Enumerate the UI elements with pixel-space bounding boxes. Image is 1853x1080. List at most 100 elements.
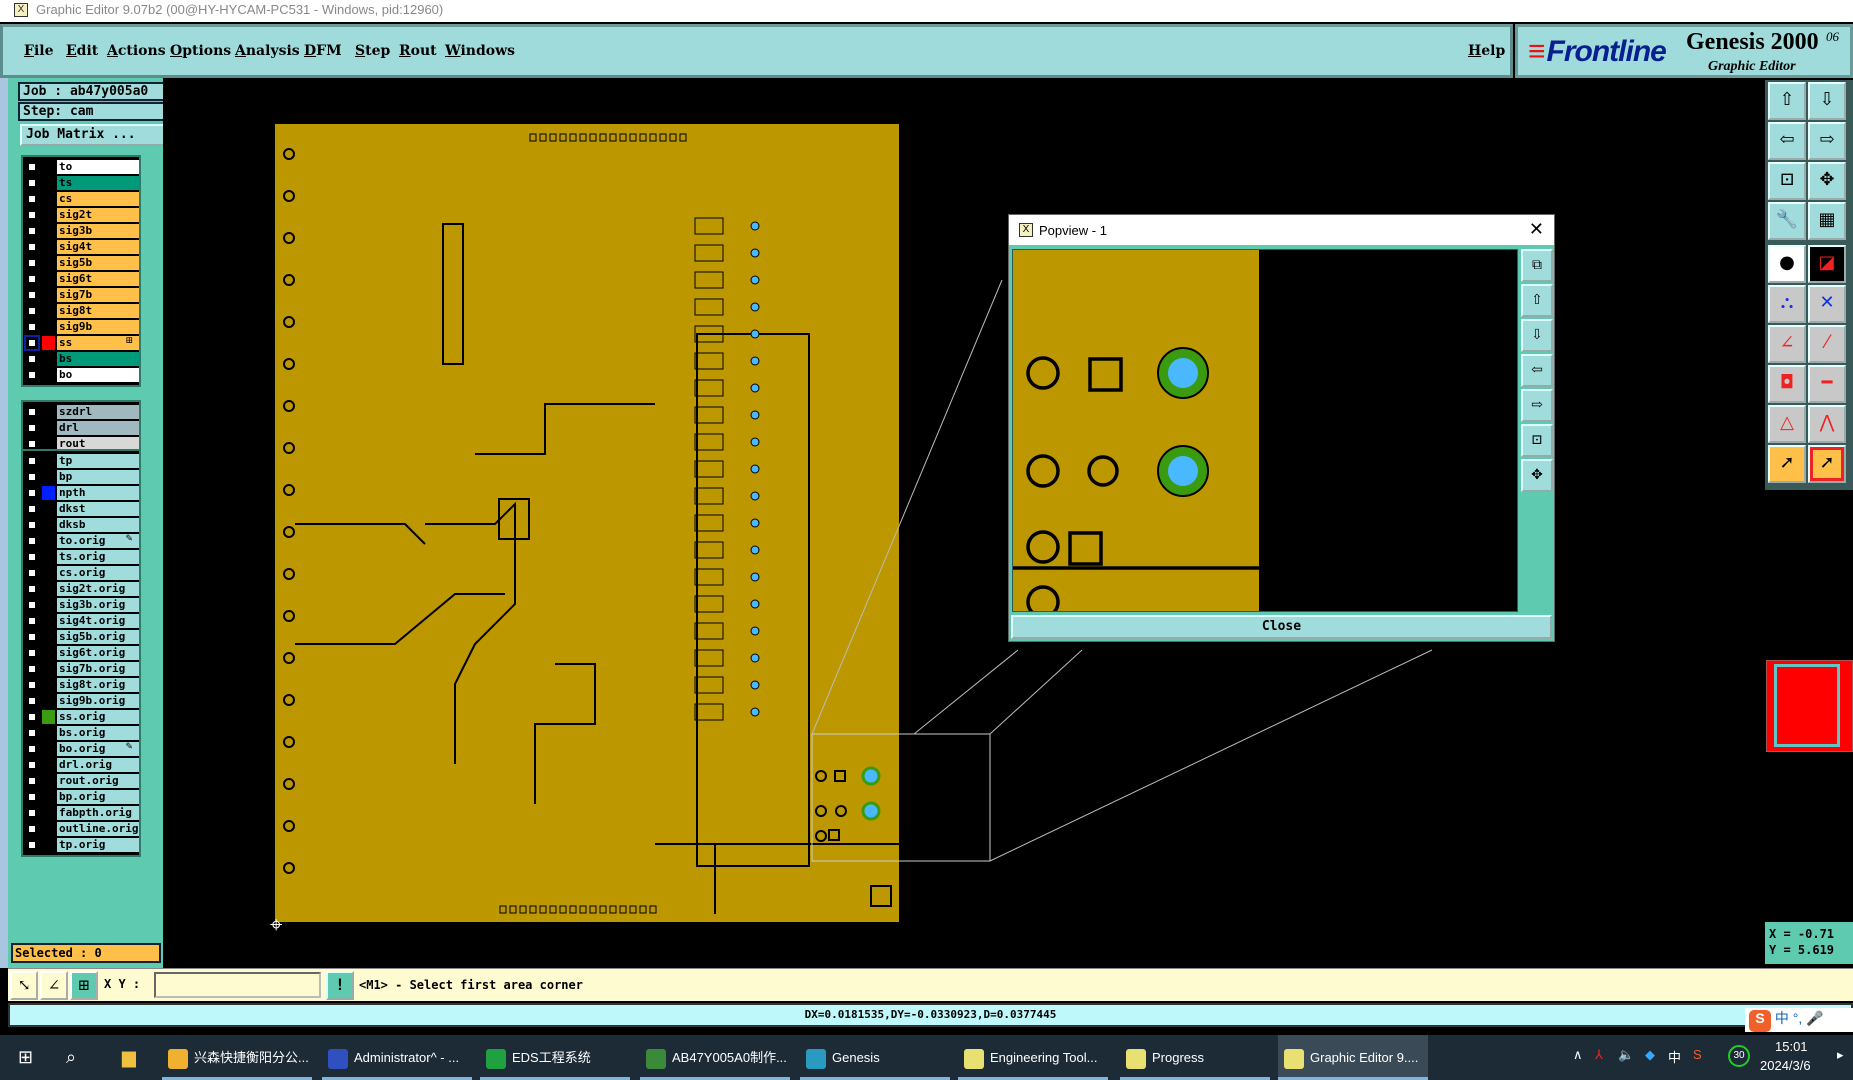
layer-name[interactable]: sig4t bbox=[57, 240, 139, 254]
layer-row[interactable]: drl bbox=[25, 420, 139, 436]
taskbar-app[interactable]: Progress bbox=[1120, 1035, 1270, 1080]
menu-step[interactable]: Step bbox=[355, 43, 391, 59]
layer-checkbox[interactable] bbox=[26, 321, 38, 333]
layer-row[interactable]: sig6t bbox=[25, 271, 139, 287]
layer-name[interactable]: drl.orig bbox=[57, 758, 139, 772]
layer-checkbox[interactable] bbox=[26, 807, 38, 819]
layer-row[interactable]: sig7b bbox=[25, 287, 139, 303]
layer-name[interactable]: sig7b bbox=[57, 288, 139, 302]
layer-checkbox[interactable] bbox=[26, 406, 38, 418]
layer-name[interactable]: sig6t bbox=[57, 272, 139, 286]
layer-checkbox[interactable] bbox=[26, 775, 38, 787]
clock-date[interactable]: 2024/3/6 bbox=[1760, 1058, 1811, 1073]
job-matrix-button[interactable]: Job Matrix ... bbox=[20, 124, 166, 146]
layer-checkbox[interactable] bbox=[26, 823, 38, 835]
layer-name[interactable]: rout bbox=[57, 437, 139, 451]
angle-line-icon[interactable]: ∠ bbox=[1768, 325, 1806, 363]
zoom-out-icon[interactable]: ✥ bbox=[1521, 459, 1553, 492]
zoom-in-icon[interactable]: ⊡ bbox=[1768, 162, 1806, 200]
layer-checkbox[interactable] bbox=[26, 177, 38, 189]
file-explorer-icon[interactable]: ▆ bbox=[122, 1047, 136, 1067]
layer-name[interactable]: outline.orig bbox=[57, 822, 139, 836]
layer-name[interactable]: sig5b bbox=[57, 256, 139, 270]
layer-name[interactable]: dkst bbox=[57, 502, 139, 516]
zoom-window-icon[interactable]: ⧉ bbox=[1521, 249, 1553, 282]
layer-name[interactable]: rout.orig bbox=[57, 774, 139, 788]
layer-name[interactable]: tp bbox=[57, 454, 139, 468]
layer-row[interactable]: sig3b bbox=[25, 223, 139, 239]
layer-row[interactable]: ts bbox=[25, 175, 139, 191]
menu-analysis[interactable]: Analysis bbox=[235, 43, 300, 59]
tray-language[interactable]: 中 bbox=[1668, 1050, 1682, 1065]
settings-palette-icon[interactable]: 🔧 bbox=[1768, 202, 1806, 240]
layer-name[interactable]: bs.orig bbox=[57, 726, 139, 740]
layer-row[interactable]: sig8t.orig bbox=[25, 677, 139, 693]
layer-name[interactable]: tp.orig bbox=[57, 838, 139, 852]
pan-left-icon[interactable]: ⇦ bbox=[1521, 354, 1553, 387]
layer-checkbox[interactable] bbox=[26, 209, 38, 221]
layer-name[interactable]: ss bbox=[57, 336, 139, 350]
midpoint-icon[interactable]: ━ bbox=[1808, 365, 1846, 403]
layer-checkbox[interactable] bbox=[26, 759, 38, 771]
layer-checkbox[interactable] bbox=[26, 519, 38, 531]
layer-checkbox[interactable] bbox=[26, 422, 38, 434]
layer-checkbox[interactable] bbox=[26, 241, 38, 253]
layer-row[interactable]: outline.orig bbox=[25, 821, 139, 837]
layer-row[interactable]: bp bbox=[25, 469, 139, 485]
layer-row[interactable]: ts.orig bbox=[25, 549, 139, 565]
layer-row[interactable]: dksb bbox=[25, 517, 139, 533]
layer-row[interactable]: dkst bbox=[25, 501, 139, 517]
layer-name[interactable]: bp bbox=[57, 470, 139, 484]
snap-icon[interactable]: ● bbox=[1768, 245, 1806, 283]
select-box-pointer-icon[interactable]: ➚ bbox=[1808, 445, 1846, 483]
layer-name[interactable]: sig2t.orig bbox=[57, 582, 139, 596]
menu-file[interactable]: File bbox=[24, 43, 54, 59]
taskbar-app[interactable]: AB47Y005A0制作... bbox=[640, 1035, 790, 1080]
layer-row[interactable]: sig5b.orig bbox=[25, 629, 139, 645]
layer-row[interactable]: szdrl bbox=[25, 404, 139, 420]
select-pointer-icon[interactable]: ➚ bbox=[1768, 445, 1806, 483]
connect-icon[interactable]: ⛬ bbox=[1768, 285, 1806, 323]
taskbar-app[interactable]: EDS工程系统 bbox=[480, 1035, 630, 1080]
layer-name[interactable]: sig2t bbox=[57, 208, 139, 222]
layer-name[interactable]: cs bbox=[57, 192, 139, 206]
layer-name[interactable]: bo bbox=[57, 368, 139, 382]
menu-rout[interactable]: Rout bbox=[399, 43, 437, 59]
layer-row[interactable]: rout.orig bbox=[25, 773, 139, 789]
measure-icon[interactable]: ◪ bbox=[1808, 245, 1846, 283]
layer-checkbox[interactable] bbox=[24, 335, 40, 351]
layer-checkbox[interactable] bbox=[26, 551, 38, 563]
menu-edit[interactable]: Edit bbox=[66, 43, 99, 59]
layer-name[interactable]: to bbox=[57, 160, 139, 174]
volume-icon[interactable]: 🔈 bbox=[1618, 1047, 1635, 1062]
zoom-diagonal-icon[interactable]: ⤡ bbox=[10, 971, 38, 1000]
layer-row[interactable]: cs bbox=[25, 191, 139, 207]
layer-checkbox[interactable] bbox=[26, 273, 38, 285]
layer-row[interactable]: sig8t bbox=[25, 303, 139, 319]
menu-actions[interactable]: Actions bbox=[107, 43, 166, 59]
layer-row[interactable]: to bbox=[25, 159, 139, 175]
layer-row[interactable]: tp bbox=[25, 453, 139, 469]
layer-checkbox[interactable] bbox=[26, 631, 38, 643]
layer-checkbox[interactable] bbox=[26, 839, 38, 851]
layer-row[interactable]: bo bbox=[25, 367, 139, 383]
layer-checkbox[interactable] bbox=[26, 727, 38, 739]
layer-name[interactable]: bs bbox=[57, 352, 139, 366]
layer-checkbox[interactable] bbox=[26, 663, 38, 675]
layer-name[interactable]: npth bbox=[57, 486, 139, 500]
layer-checkbox[interactable] bbox=[26, 487, 38, 499]
layer-name[interactable]: ts bbox=[57, 176, 139, 190]
layer-row[interactable]: sig3b.orig bbox=[25, 597, 139, 613]
layer-row[interactable]: sig5b bbox=[25, 255, 139, 271]
layer-row[interactable]: rout bbox=[25, 436, 139, 452]
taskbar-app[interactable]: Engineering Tool... bbox=[958, 1035, 1108, 1080]
line-icon[interactable]: ⁄ bbox=[1808, 325, 1846, 363]
layer-checkbox[interactable] bbox=[26, 583, 38, 595]
layer-name[interactable]: ts.orig bbox=[57, 550, 139, 564]
layer-name[interactable]: to.orig bbox=[57, 534, 139, 548]
layer-name[interactable]: bo.orig bbox=[57, 742, 139, 756]
layer-name[interactable]: fabpth.orig bbox=[57, 806, 139, 820]
layer-name[interactable]: sig4t.orig bbox=[57, 614, 139, 628]
layer-name[interactable]: bp.orig bbox=[57, 790, 139, 804]
